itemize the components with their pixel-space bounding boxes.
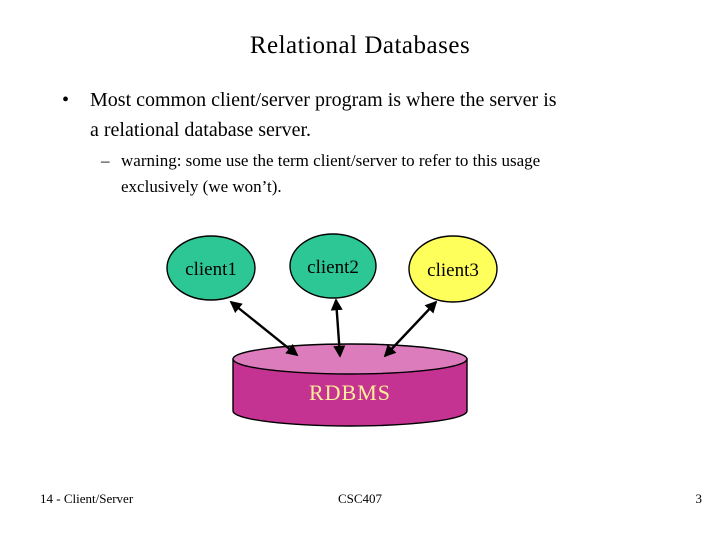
client3-node — [408, 235, 498, 303]
rdbms-label: RDBMS — [309, 380, 391, 405]
bullet-item: • Most common client/server program is w… — [62, 85, 557, 145]
footer-section-title: 14 - Client/Server — [40, 491, 134, 506]
sub-bullet-item: – warning: some use the term client/serv… — [101, 148, 540, 200]
sub-bullet-line: exclusively (we won’t). — [121, 177, 282, 196]
footer-course-code: CSC407 — [337, 491, 383, 506]
page-title: Relational Databases — [249, 32, 471, 59]
arrow-client3-rdbms — [383, 300, 438, 358]
bullet-line: Most common client/server program is whe… — [90, 89, 557, 111]
sub-bullet-line: warning: some use the term client/server… — [121, 151, 541, 170]
rdbms-cylinder-top — [232, 343, 468, 375]
sub-bullet-marker: – — [101, 151, 110, 170]
arrow-client2-rdbms — [330, 298, 346, 358]
bullet-text: Most common client/server program is whe… — [90, 85, 557, 145]
client2-label: client2 — [307, 257, 359, 278]
bullet-marker: • — [62, 89, 70, 111]
rdbms-cylinder-body — [232, 358, 468, 427]
client1-node — [166, 235, 256, 301]
client3-label: client3 — [427, 260, 479, 281]
arrow-client1-rdbms — [229, 300, 299, 357]
sub-bullet-text: warning: some use the term client/server… — [121, 148, 540, 200]
footer-page-number: 3 — [695, 491, 703, 506]
client1-label: client1 — [185, 259, 237, 280]
bullet-line: a relational database server. — [90, 119, 311, 141]
client2-node — [289, 233, 377, 299]
